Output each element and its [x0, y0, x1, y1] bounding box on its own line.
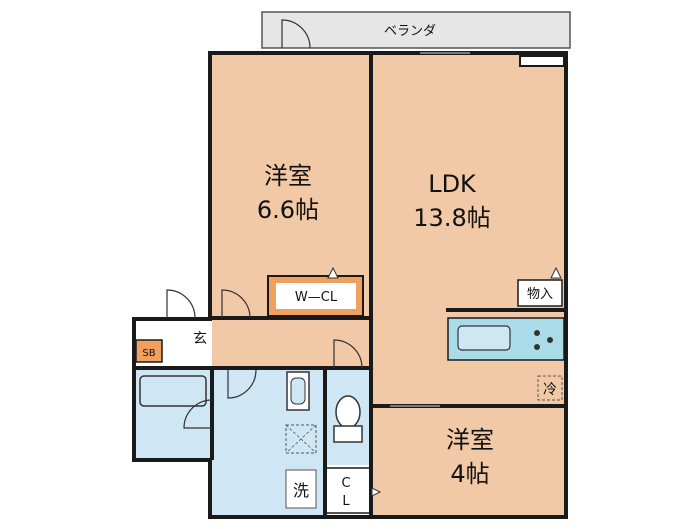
toilet-bowl — [335, 395, 361, 429]
hallway-floor — [212, 317, 372, 367]
balcony-area — [261, 11, 571, 49]
walk-in-closet-label: W—CL — [295, 290, 338, 305]
walls — [132, 51, 568, 519]
western-room-2-label: 洋室 — [446, 426, 494, 454]
storage-label: 物入 — [527, 287, 553, 302]
toilet-tank — [333, 425, 363, 443]
balcony: ベランダ — [261, 11, 571, 49]
western-room-1-floor — [212, 55, 370, 317]
storage — [517, 279, 563, 307]
western-room-2-size: 4帖 — [450, 460, 489, 488]
entrance-floor — [165, 317, 212, 367]
door-balcony — [281, 19, 311, 49]
closet-l-label: L — [342, 494, 350, 509]
washer-space-cross-b — [285, 424, 317, 454]
refrigerator-label: 冷 — [543, 382, 557, 398]
stove-icon — [534, 330, 553, 350]
washer-space-upper — [285, 424, 317, 454]
shoe-box-label: SB — [142, 348, 155, 359]
refrigerator-space — [537, 375, 563, 401]
walk-in-closet-inner — [276, 283, 356, 309]
ldk-label: LDK — [428, 170, 477, 198]
door-washroom — [333, 339, 363, 369]
closet-c-label: C — [341, 476, 350, 491]
door-entrance — [166, 289, 196, 319]
western-room-1-size: 6.6帖 — [257, 196, 319, 224]
entrance-label: 玄 — [193, 330, 207, 347]
marker-triangles — [327, 266, 562, 497]
door-toilet — [227, 369, 257, 399]
western-room-1-label: 洋室 — [264, 162, 312, 190]
washer-space — [285, 469, 317, 509]
washer-label: 洗 — [293, 481, 309, 500]
western-room-2-floor — [372, 405, 564, 515]
bathtub — [139, 375, 207, 407]
ldk-corner-fixture — [519, 55, 565, 67]
door-bathroom — [183, 399, 213, 429]
sliding-marks — [390, 52, 470, 407]
balcony-label: ベランダ — [384, 24, 436, 39]
door-swings — [166, 19, 363, 429]
washbasin-bowl — [290, 377, 306, 405]
ldk-size: 13.8帖 — [413, 204, 490, 232]
door-room1 — [221, 289, 251, 319]
kitchen-sink — [457, 325, 511, 351]
